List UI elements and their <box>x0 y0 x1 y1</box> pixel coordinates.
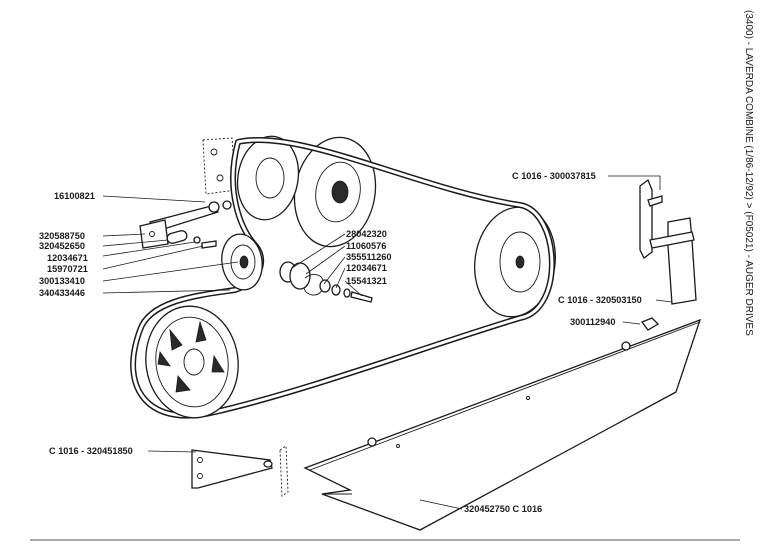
label-12034671-left: 12034671 <box>47 253 88 263</box>
right-lower-bracket <box>649 217 697 305</box>
right-upper-bracket <box>639 178 663 259</box>
upper-double-pulley <box>236 135 377 248</box>
label-16100821: 16100821 <box>54 191 95 201</box>
label-320452650: 320452650 <box>39 241 85 251</box>
label-11060576: 11060576 <box>346 241 386 251</box>
lower-left-bracket <box>191 445 289 497</box>
label-340433446: 340433446 <box>39 288 85 298</box>
right-large-pulley <box>474 206 556 318</box>
label-320451850: C 1016 - 320451850 <box>49 446 133 456</box>
label-300112940: 300112940 <box>570 317 615 327</box>
label-320588750: 320588750 <box>39 231 85 241</box>
label-355511260: 355511260 <box>346 252 391 262</box>
auger-guard <box>303 318 702 531</box>
small-cap <box>640 317 660 331</box>
lower-left-spoked-pulley <box>145 305 239 419</box>
label-300037815: C 1016 - 300037815 <box>512 171 596 181</box>
label-300133410: 300133410 <box>39 276 85 286</box>
part-labels: 16100821 320588750 320452650 12034671 15… <box>39 171 642 514</box>
leader-lines <box>102 175 673 510</box>
page-title: (3400) - LAVERDA COMBINE (1/86-12/92) > … <box>743 10 754 336</box>
label-320452750: 320452750 C 1016 <box>464 504 542 514</box>
label-28042320: 28042320 <box>346 229 387 239</box>
label-320503150: C 1016 - 320503150 <box>558 295 642 305</box>
label-12034671-right: 12034671 <box>346 263 387 273</box>
shaft-hardware-stack <box>279 261 373 303</box>
label-15541321: 15541321 <box>346 276 387 286</box>
label-15970721: 15970721 <box>47 264 88 274</box>
idler-pulley <box>221 233 263 291</box>
